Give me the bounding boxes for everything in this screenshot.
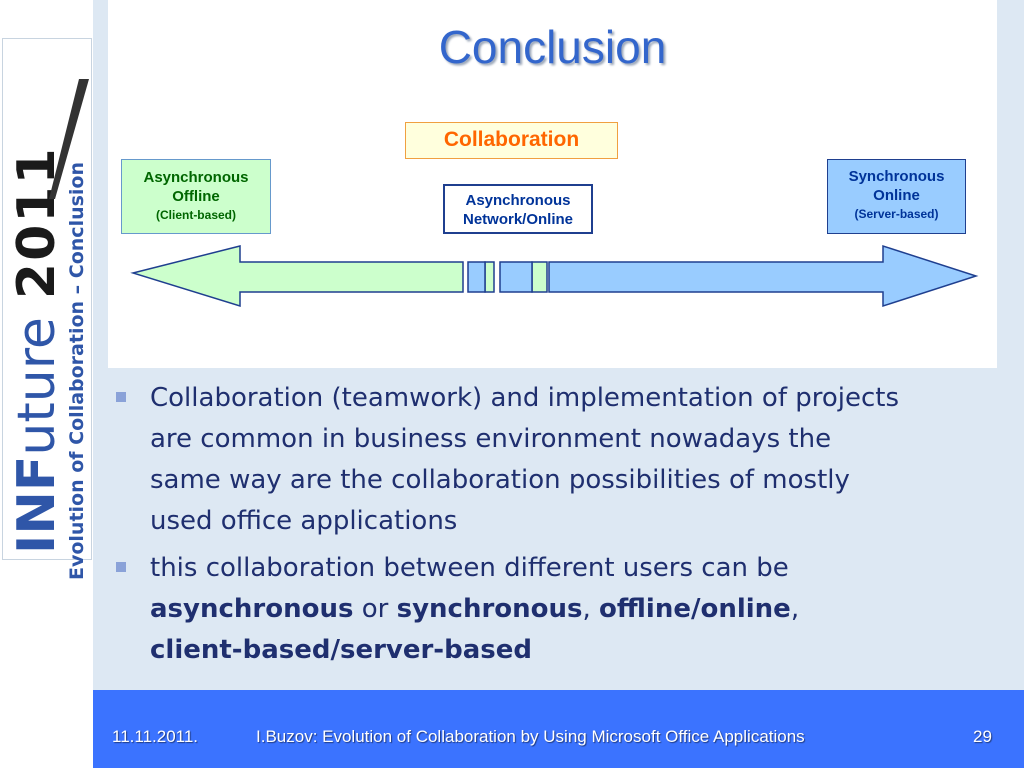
vertical-title-part2: Conclusion: [66, 161, 88, 279]
sync-online-line1: Synchronous: [848, 168, 945, 185]
bullet-2-prefix: this collaboration between different use…: [150, 553, 789, 583]
async-offline-line2: Offline: [172, 188, 220, 205]
blue-segment-2: [499, 261, 533, 293]
logo-uture: uture: [7, 317, 67, 456]
term-client-server: client-based/server-based: [150, 635, 532, 665]
vertical-section-title: Evolution of Collaboration – Conclusion: [66, 162, 88, 580]
footer-date: 11.11.2011.: [112, 727, 199, 746]
diagram-panel: Conclusion Collaboration Asynchronous Of…: [108, 0, 997, 368]
logo-slash-icon: [49, 79, 89, 199]
left-sidebar: INFuture2011 Evolution of Collaboration …: [0, 0, 93, 768]
async-offline-line1: Asynchronous: [143, 169, 249, 186]
green-left-arrow: [130, 245, 464, 308]
bullet-2-or: or: [353, 594, 397, 624]
bullet-list: Collaboration (teamwork) and implementat…: [110, 378, 910, 677]
logo-infuture-text: INFuture2011: [7, 146, 67, 554]
green-segment-3: [531, 261, 548, 293]
bullet-square-icon: [116, 562, 126, 572]
sync-online-line2: Online: [873, 187, 920, 204]
sync-online-box: Synchronous Online (Server-based): [827, 159, 966, 234]
blue-right-arrow: [548, 244, 979, 308]
blue-segment-1: [467, 261, 486, 293]
slide-title: Conclusion: [438, 21, 667, 73]
logo-inf: INF: [7, 455, 67, 554]
bullet-square-icon: [116, 392, 126, 402]
collaboration-label: Collaboration: [405, 122, 618, 159]
async-network-line2: Network/Online: [462, 211, 574, 228]
bullet-item-2: this collaboration between different use…: [110, 548, 910, 671]
bullet-1-text: Collaboration (teamwork) and implementat…: [150, 383, 900, 536]
spectrum-arrows: [130, 244, 979, 308]
async-offline-box: Asynchronous Offline (Client-based): [121, 159, 271, 234]
async-network-line1: Asynchronous: [465, 192, 571, 209]
bullet-item-1: Collaboration (teamwork) and implementat…: [110, 378, 910, 542]
footer-bar: 11.11.2011. I.Buzov: Evolution of Collab…: [93, 690, 1024, 768]
term-synchronous: synchronous: [396, 594, 583, 624]
footer-page-number: 29: [973, 727, 992, 746]
term-offline-online: offline/online: [599, 594, 791, 624]
footer-title: I.Buzov: Evolution of Collaboration by U…: [256, 727, 805, 746]
vertical-title-part1: Evolution of Collaboration: [66, 300, 88, 580]
bullet-2-comma2: ,: [790, 594, 800, 624]
sync-online-line3: (Server-based): [854, 207, 939, 221]
vertical-title-dash: –: [66, 278, 88, 301]
async-network-box: Asynchronous Network/Online: [443, 184, 593, 234]
term-asynchronous: asynchronous: [150, 594, 354, 624]
green-segment-2: [484, 261, 495, 293]
bullet-2-comma1: ,: [582, 594, 600, 624]
infuture-logo: INFuture2011: [2, 38, 92, 560]
async-offline-line3: (Client-based): [155, 208, 236, 222]
